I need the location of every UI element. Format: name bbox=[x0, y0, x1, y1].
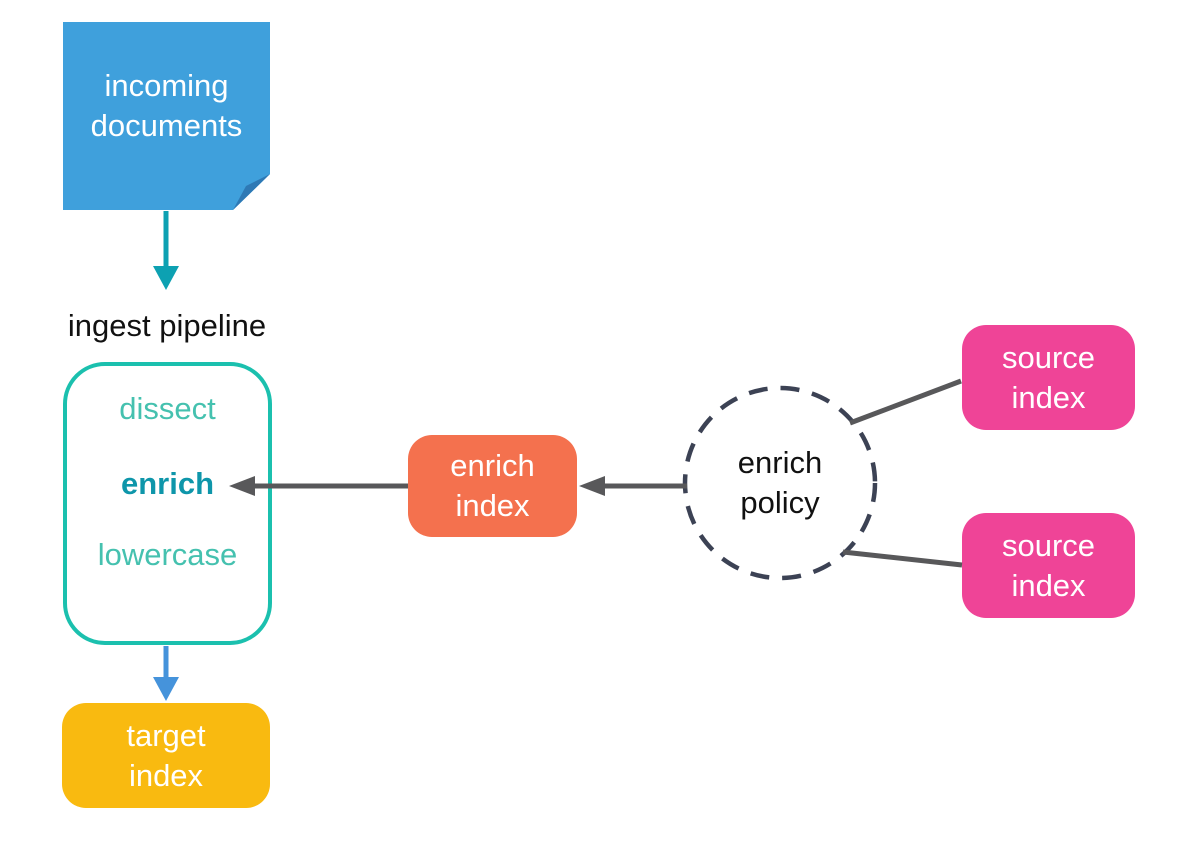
incoming-documents-label: incoming documents bbox=[90, 68, 243, 143]
incoming-documents-node: incoming documents bbox=[63, 22, 270, 210]
enrich-policy-node: enrich policy bbox=[685, 388, 875, 578]
arrow-policy-to-enrichindex-head bbox=[579, 476, 605, 496]
arrow-pipeline-to-target-head bbox=[153, 677, 179, 701]
source-index-top-label: source index bbox=[1001, 339, 1096, 415]
target-index-node: target index bbox=[62, 703, 270, 808]
enrich-policy-label: enrich policy bbox=[737, 445, 823, 520]
ingest-pipeline-box: dissect enrich lowercase bbox=[63, 362, 272, 645]
target-index-label: target index bbox=[126, 717, 206, 793]
source-index-bottom-label: source index bbox=[1001, 527, 1096, 603]
ingest-pipeline-title: ingest pipeline bbox=[67, 308, 267, 343]
enrich-index-label: enrich index bbox=[450, 448, 535, 523]
enrich-index-node: enrich index bbox=[408, 435, 577, 537]
arrow-documents-to-pipeline-head bbox=[153, 266, 179, 290]
processor-enrich: enrich bbox=[120, 466, 215, 501]
source-index-bottom-node: source index bbox=[962, 513, 1135, 618]
source-index-top-node: source index bbox=[962, 325, 1135, 430]
processor-dissect: dissect bbox=[119, 391, 216, 426]
processor-lowercase: lowercase bbox=[97, 537, 238, 572]
